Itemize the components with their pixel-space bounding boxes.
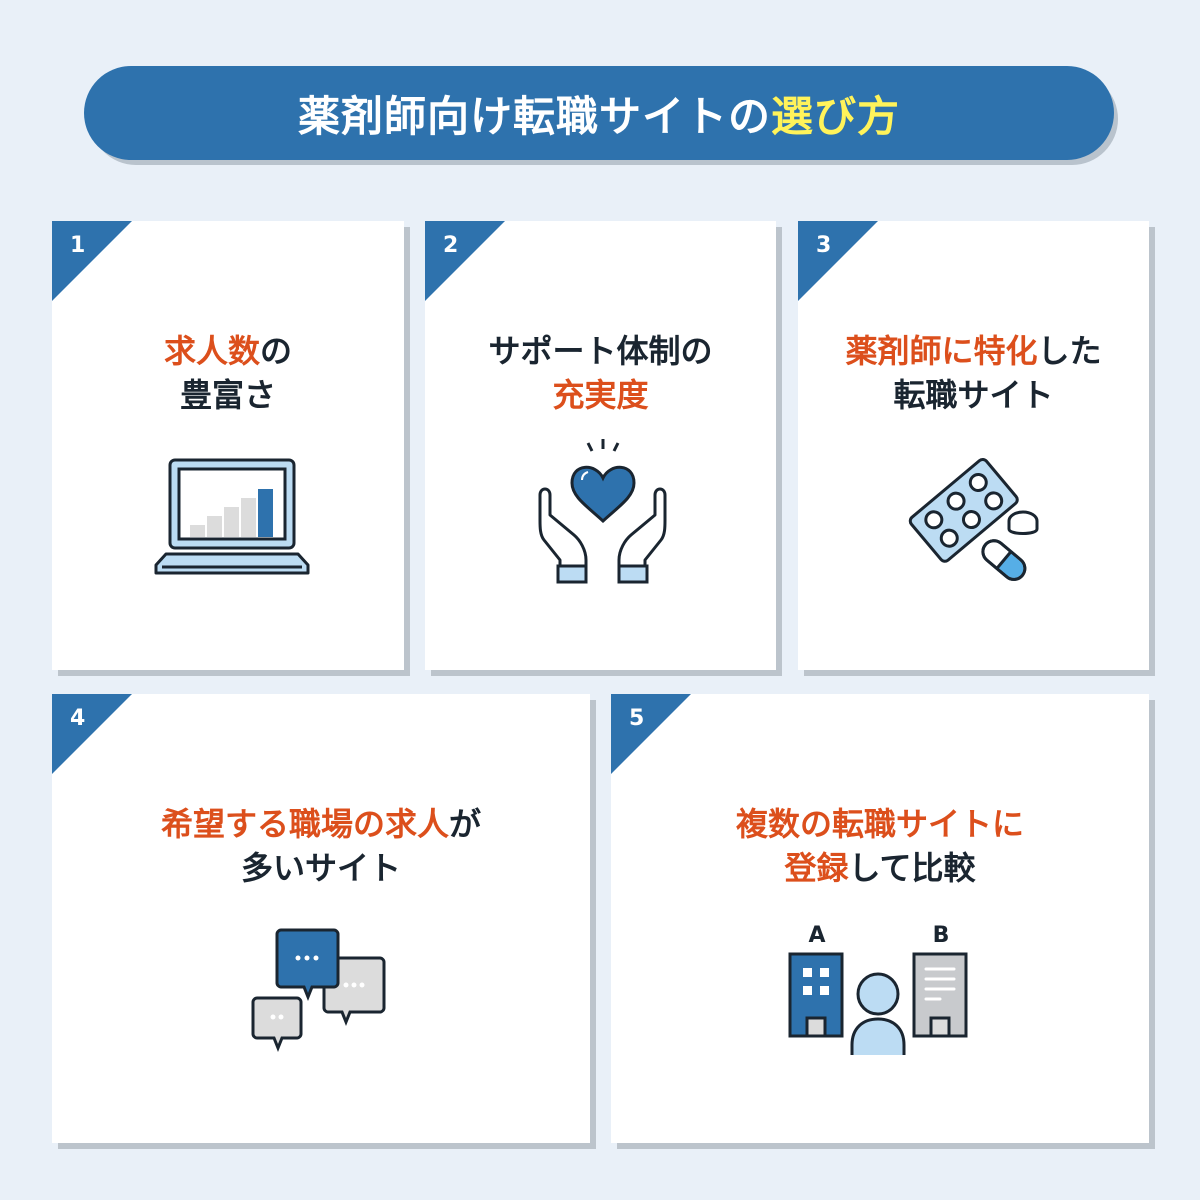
- card-5: 5 複数の転職サイトに 登録して比較 A B: [611, 694, 1149, 1143]
- card-title: 複数の転職サイトに 登録して比較: [735, 805, 1024, 887]
- title-highlight: 選び方: [771, 91, 901, 141]
- card-3: 3 薬剤師に特化した 転職サイト: [798, 221, 1149, 670]
- number-corner: [52, 694, 132, 774]
- compare-buildings-icon: A B: [788, 923, 968, 1055]
- card-number: 2: [443, 233, 459, 258]
- card-title: 希望する職場の求人が 多いサイト: [160, 805, 482, 887]
- title-banner: 薬剤師向け転職サイトの選び方: [84, 66, 1114, 160]
- page-title: 薬剤師向け転職サイトの選び方: [297, 91, 901, 141]
- card-number: 5: [629, 706, 645, 731]
- card-2: 2 サポート体制の 充実度: [425, 221, 776, 670]
- number-corner: [425, 221, 505, 301]
- card-4: 4 希望する職場の求人が 多いサイト: [52, 694, 590, 1143]
- card-number: 4: [70, 706, 86, 731]
- card-1: 1 求人数の 豊富さ: [52, 221, 404, 670]
- laptop-chart-icon: [154, 458, 310, 575]
- svg-text:B: B: [933, 923, 950, 948]
- card-number: 3: [816, 233, 832, 258]
- number-corner: [798, 221, 878, 301]
- svg-text:A: A: [808, 923, 825, 948]
- chat-bubbles-icon: [251, 928, 386, 1053]
- medicine-pills-icon: [908, 457, 1039, 581]
- card-title: 薬剤師に特化した 転職サイト: [845, 332, 1102, 414]
- number-corner: [611, 694, 691, 774]
- card-title: 求人数の 豊富さ: [163, 332, 293, 414]
- hands-heart-icon: [538, 439, 667, 584]
- number-corner: [52, 221, 132, 301]
- card-title: サポート体制の 充実度: [488, 332, 713, 414]
- card-number: 1: [70, 233, 86, 258]
